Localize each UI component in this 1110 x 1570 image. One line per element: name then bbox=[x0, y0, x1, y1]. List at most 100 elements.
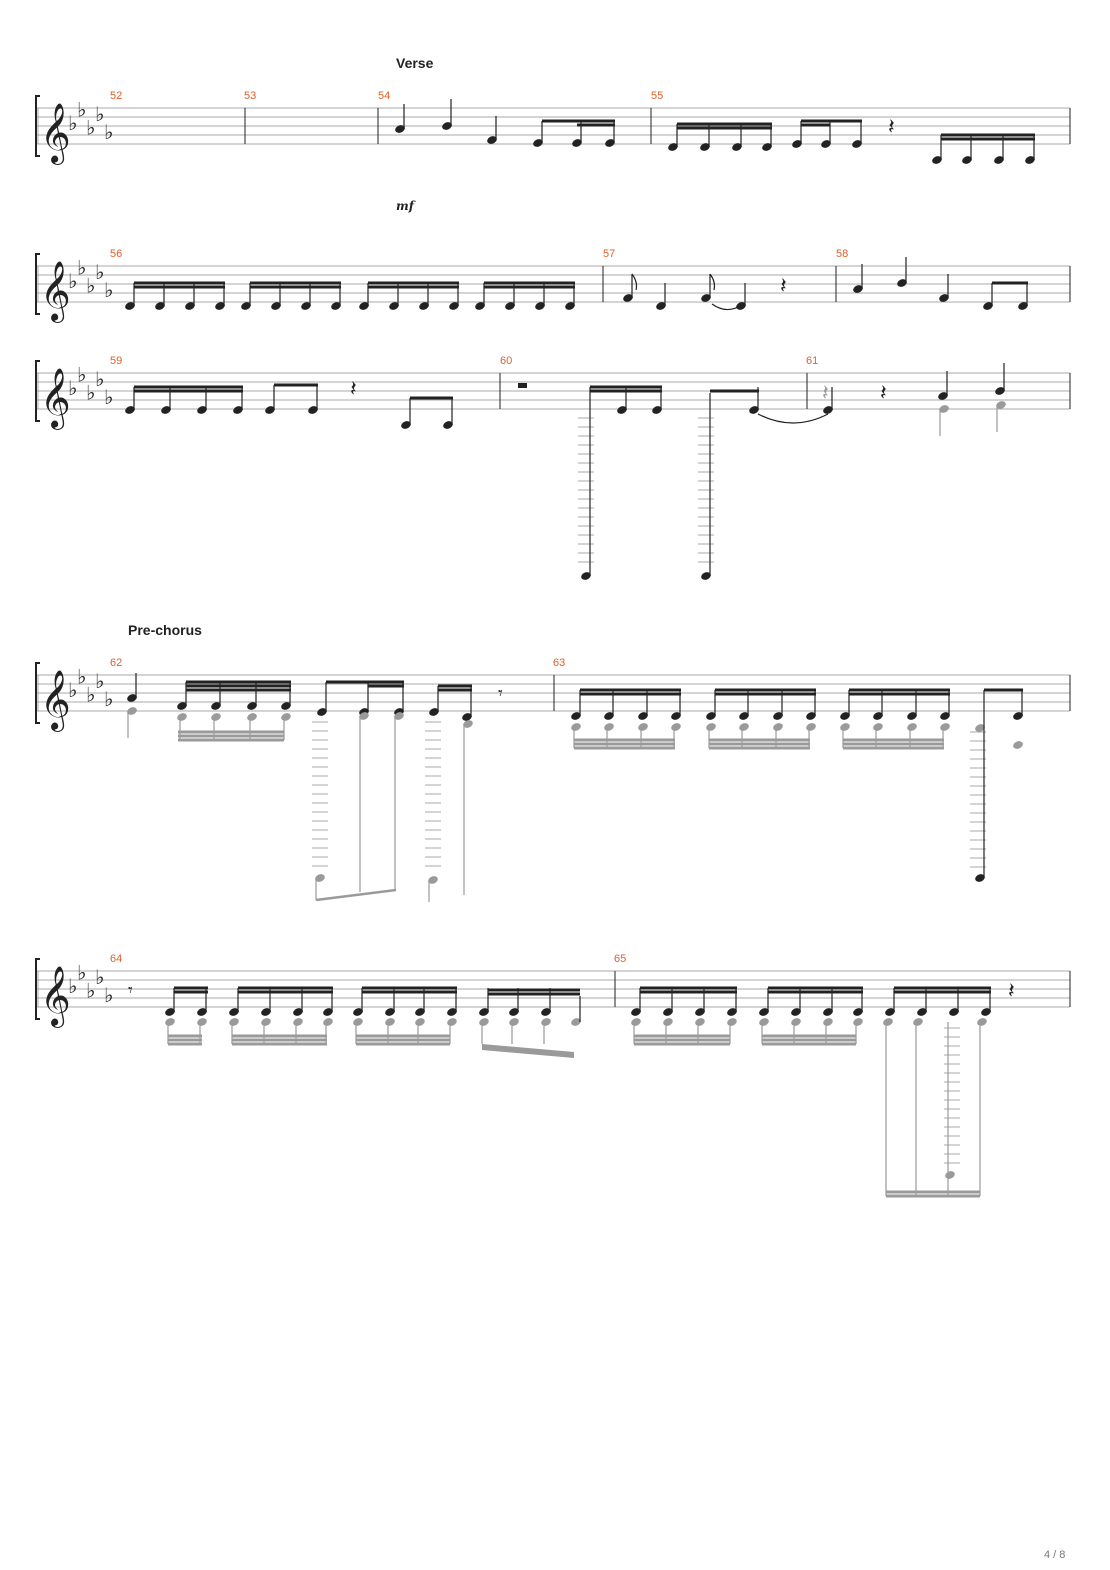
beam bbox=[843, 746, 944, 750]
beam bbox=[768, 986, 863, 990]
beam bbox=[762, 1042, 856, 1046]
notehead bbox=[165, 1008, 175, 1016]
measure-number: 61 bbox=[806, 355, 818, 367]
notehead bbox=[759, 1018, 769, 1026]
system-bracket bbox=[35, 360, 40, 422]
beam bbox=[768, 990, 863, 994]
flat-icon: ♭ bbox=[104, 120, 113, 144]
notehead bbox=[823, 1018, 833, 1026]
tie bbox=[711, 303, 741, 311]
beam bbox=[762, 1034, 856, 1038]
beam bbox=[941, 137, 1035, 141]
beam bbox=[168, 1034, 202, 1038]
beam bbox=[710, 389, 759, 393]
notehead bbox=[739, 723, 749, 731]
notehead bbox=[394, 712, 404, 720]
beam bbox=[168, 1038, 202, 1042]
measure-number: 63 bbox=[553, 657, 565, 669]
beam bbox=[232, 1038, 327, 1042]
treble-clef-icon: 𝄞 bbox=[40, 261, 71, 323]
notehead bbox=[739, 712, 749, 720]
notehead bbox=[315, 874, 325, 882]
beam bbox=[801, 123, 830, 127]
notehead bbox=[840, 712, 850, 720]
flat-icon: ♭ bbox=[86, 116, 95, 140]
notehead bbox=[773, 723, 783, 731]
measure-number: 58 bbox=[836, 248, 848, 260]
notehead bbox=[233, 406, 243, 414]
notehead bbox=[652, 406, 662, 414]
beam bbox=[168, 1042, 202, 1046]
measure-number: 55 bbox=[651, 90, 663, 102]
notehead bbox=[415, 1008, 425, 1016]
beam bbox=[238, 990, 333, 994]
notehead bbox=[571, 723, 581, 731]
notehead bbox=[736, 302, 746, 310]
notehead bbox=[395, 125, 405, 133]
flat-icon: ♭ bbox=[104, 687, 113, 711]
notehead bbox=[572, 139, 582, 147]
treble-clef-icon: 𝄞 bbox=[40, 103, 71, 165]
beam bbox=[134, 389, 243, 393]
notehead bbox=[197, 1018, 207, 1026]
notehead bbox=[727, 1008, 737, 1016]
beam bbox=[677, 126, 772, 130]
notehead bbox=[565, 302, 575, 310]
notehead bbox=[604, 723, 614, 731]
notehead bbox=[281, 702, 291, 710]
beam bbox=[709, 746, 810, 750]
flat-icon: ♭ bbox=[77, 961, 86, 985]
beam bbox=[843, 738, 944, 742]
treble-clef-icon: 𝄞 bbox=[40, 966, 71, 1028]
notehead bbox=[359, 302, 369, 310]
notehead bbox=[479, 1008, 489, 1016]
notehead bbox=[127, 694, 137, 702]
ghost-beam bbox=[315, 888, 397, 902]
beam bbox=[250, 285, 341, 289]
beam bbox=[484, 285, 575, 289]
notehead bbox=[197, 406, 207, 414]
notehead bbox=[1018, 302, 1028, 310]
notehead bbox=[949, 1008, 959, 1016]
notehead bbox=[939, 405, 949, 413]
notehead bbox=[732, 143, 742, 151]
notehead bbox=[125, 302, 135, 310]
measure-number: 54 bbox=[378, 90, 390, 102]
beam bbox=[134, 385, 243, 389]
system-bracket bbox=[35, 95, 40, 157]
flat-icon: ♭ bbox=[77, 665, 86, 689]
notehead bbox=[917, 1008, 927, 1016]
half-rest bbox=[518, 383, 527, 388]
beam bbox=[801, 119, 862, 123]
beam bbox=[580, 688, 681, 692]
staff-system: 𝄞♭♭♭♭♭ bbox=[35, 253, 1071, 323]
rest: 𝄽 bbox=[888, 115, 895, 140]
staff-systems: 𝄞♭♭♭♭♭𝄞♭♭♭♭♭𝄞♭♭♭♭♭𝄞♭♭♭♭♭𝄞♭♭♭♭♭ bbox=[35, 95, 1071, 1028]
beam bbox=[174, 990, 208, 994]
notehead bbox=[323, 1008, 333, 1016]
notehead bbox=[939, 294, 949, 302]
notehead bbox=[447, 1008, 457, 1016]
notehead bbox=[177, 713, 187, 721]
beam bbox=[186, 688, 291, 692]
beam bbox=[356, 1038, 450, 1042]
notehead bbox=[125, 406, 135, 414]
notehead bbox=[823, 1008, 833, 1016]
notehead bbox=[791, 1018, 801, 1026]
notehead bbox=[996, 401, 1006, 409]
notehead bbox=[671, 723, 681, 731]
notehead bbox=[308, 406, 318, 414]
beam bbox=[232, 1034, 327, 1038]
flat-icon: ♭ bbox=[95, 102, 104, 126]
tie bbox=[757, 413, 829, 424]
measure-number: 64 bbox=[110, 953, 122, 965]
rest: 𝄽 bbox=[780, 274, 787, 299]
notehead bbox=[353, 1008, 363, 1016]
section-label-pre-chorus: Pre-chorus bbox=[128, 622, 202, 638]
notehead bbox=[247, 713, 257, 721]
notehead bbox=[663, 1018, 673, 1026]
beam bbox=[992, 281, 1028, 285]
notehead bbox=[261, 1008, 271, 1016]
beam bbox=[590, 385, 662, 389]
beam bbox=[438, 688, 472, 692]
